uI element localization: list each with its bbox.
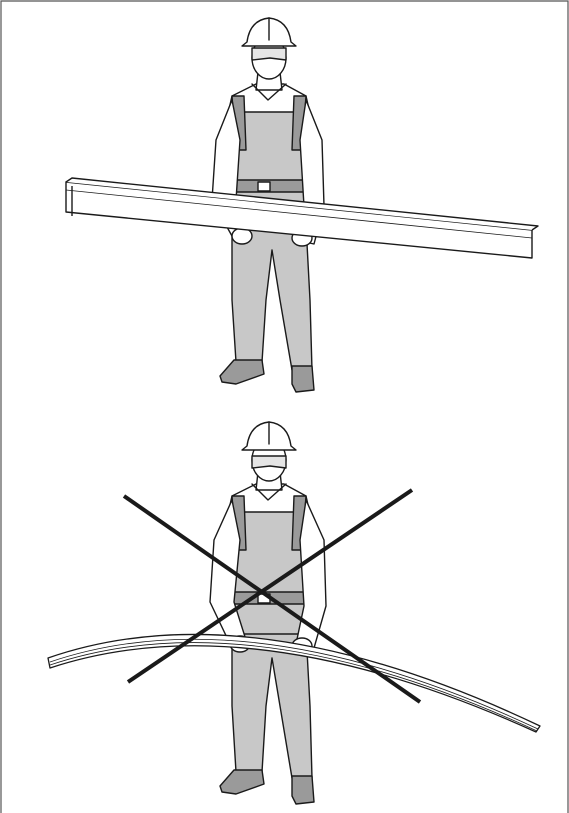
goggles: [252, 48, 286, 60]
right-shoe: [292, 776, 314, 804]
belt-buckle: [258, 182, 270, 191]
correct-carry-illustration: [0, 0, 569, 406]
trousers: [232, 225, 312, 370]
right-shoe: [292, 366, 314, 392]
incorrect-carry-illustration: [0, 406, 569, 813]
incorrect-carry-panel: [0, 406, 569, 813]
goggles: [252, 456, 286, 468]
left-shoe: [220, 770, 264, 794]
left-shoe: [220, 360, 264, 384]
correct-carry-panel: [0, 0, 569, 406]
